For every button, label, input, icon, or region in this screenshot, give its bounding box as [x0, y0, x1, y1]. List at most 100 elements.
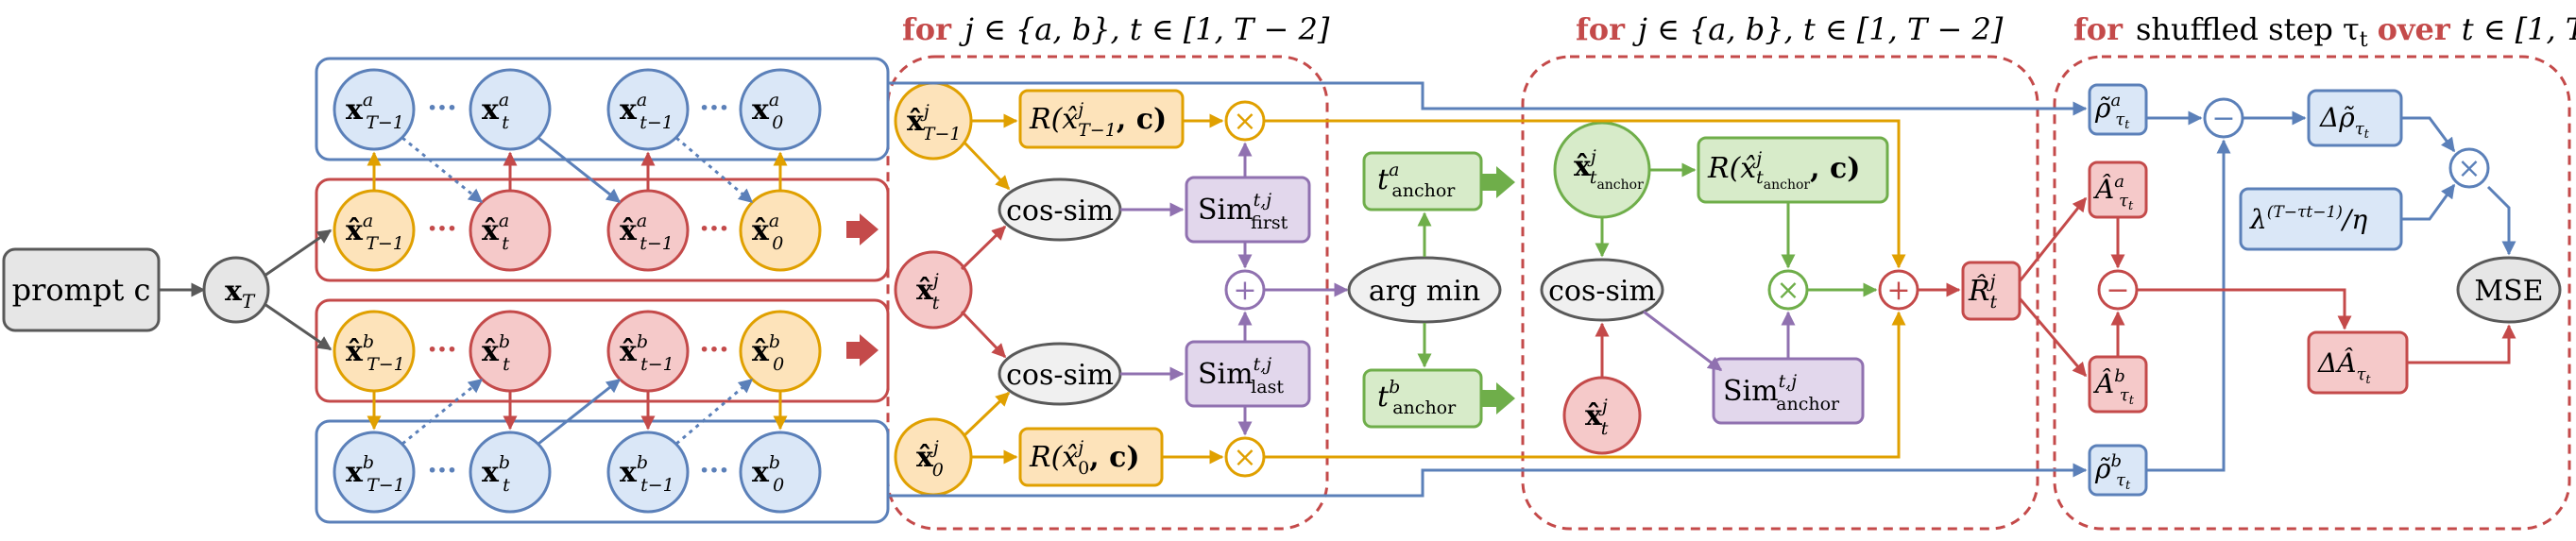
svg-text:−: −: [2211, 102, 2235, 135]
section-frame-3: [2053, 55, 2571, 531]
arrow-a-diag-0: [401, 136, 484, 204]
svg-text:+: +: [1886, 274, 1910, 307]
s3-mult: [2448, 147, 2490, 189]
svg-text:λ(T−τt−1)/η: λ(T−τt−1)/η: [2249, 203, 2367, 235]
s3-rho-a-box: [2088, 83, 2148, 136]
node-b-blue-0: [333, 431, 416, 514]
svg-text:×: ×: [1233, 441, 1256, 474]
arrow-b-diag-1: [537, 378, 622, 446]
anchor-a-out-arrow: [1481, 166, 1515, 198]
s3-mse-node: [2456, 256, 2562, 324]
svg-text:x̂jt: x̂jt: [1585, 396, 1609, 439]
svg-text:x̂j0: x̂j0: [916, 437, 944, 481]
svg-text:×: ×: [1233, 105, 1256, 138]
node-a-blue-0: [333, 68, 416, 151]
svg-text:R̂jt: R̂jt: [1968, 271, 1998, 313]
svg-text:R(x̂j0, c): R(x̂j0, c): [1029, 437, 1140, 479]
row-b-blue-box: [315, 419, 890, 524]
xT-node: [202, 256, 270, 324]
row-b-red-box: [315, 298, 890, 403]
svg-text:×: ×: [1776, 274, 1800, 307]
svg-text:ρ̃bτt: ρ̃bτt: [2094, 451, 2131, 493]
node-b-blue-2: [606, 431, 690, 514]
svg-text:x̂jt: x̂jt: [916, 270, 940, 313]
dots-b-red-0: ···: [427, 333, 456, 366]
arrow-b-diag-0: [401, 378, 484, 446]
svg-text:−: −: [2106, 274, 2129, 307]
dots-a-blue-0: ···: [427, 92, 456, 125]
row-a-out-arrow: [846, 213, 879, 245]
svg-text:×: ×: [2457, 152, 2481, 185]
svg-text:Δρ̃τt: Δρ̃τt: [2319, 102, 2370, 142]
s2-Rhat-box: [1961, 261, 2022, 321]
section-frame-1: [886, 55, 1329, 531]
svg-text:+: +: [1233, 274, 1256, 307]
node-b-blue-1: [469, 431, 552, 514]
node-a-blue-3: [739, 68, 822, 151]
svg-text:cos-sim: cos-sim: [1548, 275, 1656, 308]
s1-sim-first-box: [1185, 176, 1311, 244]
dots-b-red-1: ···: [699, 333, 728, 366]
svg-text:ΔÂτt: ΔÂτt: [2317, 347, 2371, 387]
s2-R-anchor-box: [1697, 136, 1889, 204]
node-a-blue-2: [606, 68, 690, 151]
svg-text:cos-sim: cos-sim: [1006, 359, 1114, 392]
svg-text:R(x̂jT−1, c): R(x̂jT−1, c): [1029, 99, 1167, 141]
s2-xanchor-node: [1553, 121, 1651, 219]
s2-cossim: [1540, 258, 1664, 322]
arrow-a-diag-1: [537, 136, 622, 204]
dots-a-red-0: ···: [427, 212, 456, 245]
arrow-a-diag-2: [675, 136, 754, 204]
svg-text:x̂jT−1: x̂jT−1: [907, 101, 961, 144]
arrow-b-diag-2: [675, 378, 754, 446]
argmin-label: arg min: [1369, 275, 1480, 308]
prompt-label: prompt c: [12, 272, 151, 308]
s1-sim-last-box: [1185, 340, 1311, 408]
s1-R-top-box: [1018, 89, 1185, 149]
row-a-blue-box: [315, 57, 890, 161]
dots-b-blue-1: ···: [699, 454, 728, 487]
dots-a-blue-1: ···: [699, 92, 728, 125]
node-b-blue-3: [739, 431, 822, 514]
row-b-out-arrow: [846, 334, 879, 366]
s1-xt-node: [894, 250, 973, 330]
section-frame-2: [1521, 55, 2039, 531]
anchor-b-out-arrow: [1481, 382, 1515, 414]
svg-text:cos-sim: cos-sim: [1006, 194, 1114, 228]
argmin-node: [1347, 256, 1502, 324]
svg-text:ρ̃aτt: ρ̃aτt: [2094, 91, 2130, 132]
svg-text:MSE: MSE: [2474, 275, 2543, 308]
dots-b-blue-0: ···: [427, 454, 456, 487]
